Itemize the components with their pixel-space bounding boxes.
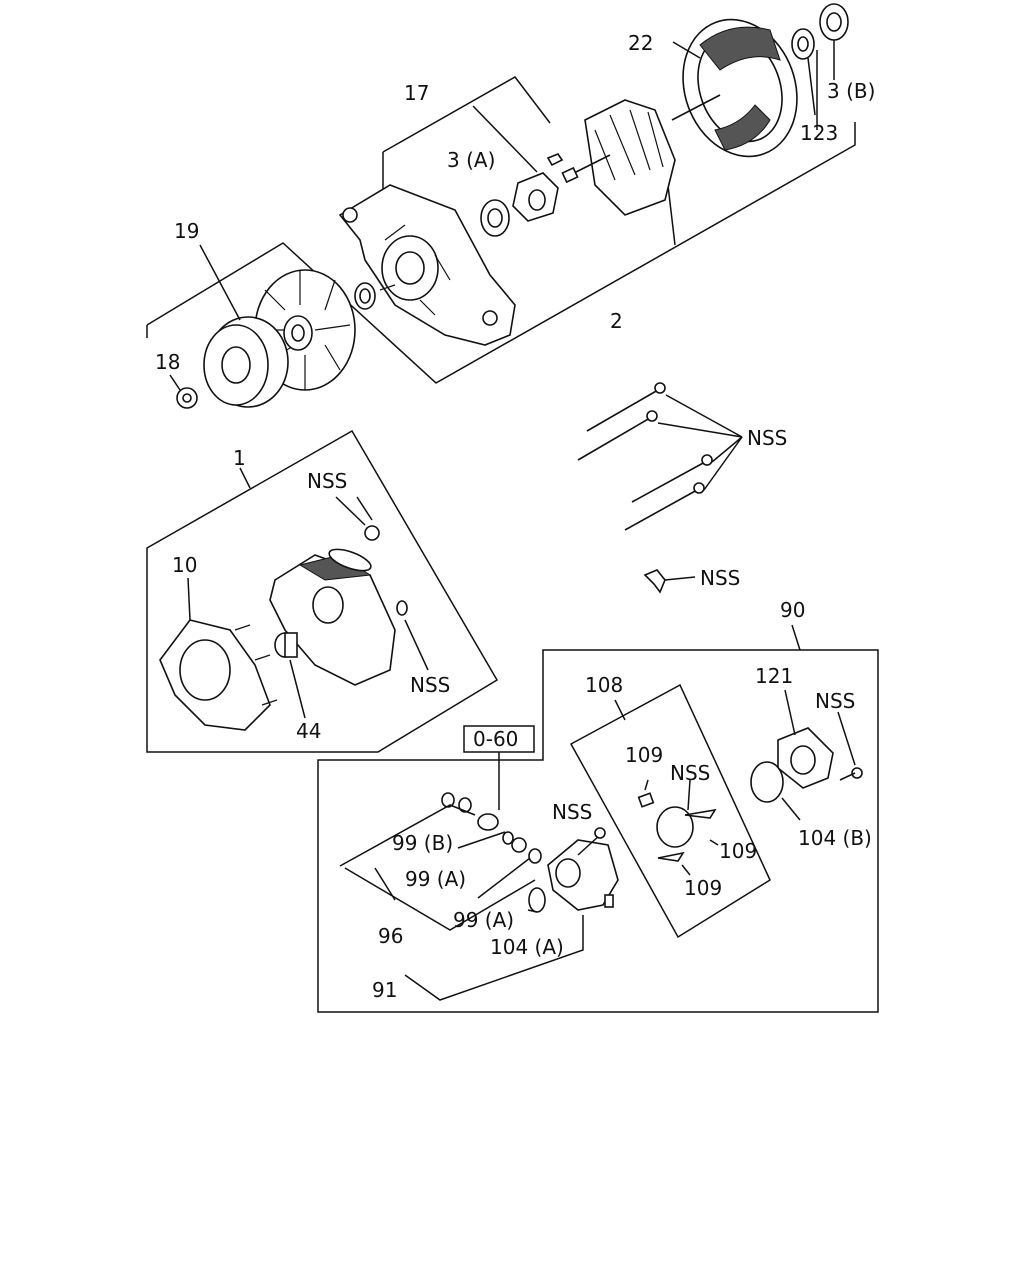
callout-96: 96: [378, 924, 403, 948]
callout-nss-121: NSS: [815, 689, 855, 713]
rotor: [561, 94, 721, 216]
nut-18: [169, 374, 198, 409]
callout-18: 18: [155, 350, 180, 374]
callout-22: 22: [628, 31, 653, 55]
callout-123: 123: [800, 121, 838, 145]
group-1-bracket: [146, 429, 499, 753]
callout-104a: 104 (A): [490, 935, 564, 959]
callout-109c: 109: [684, 876, 722, 900]
callout-box-0-60: 0-60: [473, 727, 518, 751]
callout-109b: 109: [719, 839, 757, 863]
drive-end-frame: [338, 184, 516, 346]
seals-99: [441, 792, 546, 913]
vane-assembly: [637, 779, 719, 876]
callout-nss-bolts: NSS: [747, 426, 787, 450]
callout-3b: 3 (B): [827, 79, 875, 103]
collar-123: [791, 28, 816, 116]
bearing-3a: [480, 199, 510, 237]
callout-10: 10: [172, 553, 197, 577]
group-108-box: [569, 683, 771, 939]
callout-nss-nut: NSS: [410, 673, 450, 697]
spacer-ring: [354, 282, 376, 310]
callout-17: 17: [404, 81, 429, 105]
rear-screw: [335, 496, 380, 541]
callout-nss-top: NSS: [307, 469, 347, 493]
callout-44: 44: [296, 719, 321, 743]
oring-104b: [750, 761, 801, 821]
group-90-box: [317, 624, 879, 1013]
callout-91: 91: [372, 978, 397, 1002]
box-0-60: [463, 725, 535, 810]
callout-104b: 104 (B): [798, 826, 872, 850]
clip: [643, 569, 696, 594]
leader-lines-90: [339, 804, 584, 1001]
rear-frame: [269, 548, 396, 686]
pump-body-91: [547, 827, 619, 911]
callout-99a-2: 99 (A): [453, 908, 514, 932]
stator-22: [672, 18, 798, 158]
callout-nss-108: NSS: [670, 761, 710, 785]
bushing-44: [274, 632, 306, 719]
callout-19: 19: [174, 219, 199, 243]
plate-10: [159, 577, 278, 731]
pulley-19: [199, 244, 289, 408]
screw-121: [837, 711, 863, 781]
callout-99b: 99 (B): [392, 831, 453, 855]
callout-1: 1: [233, 446, 246, 470]
callout-nss-clip: NSS: [700, 566, 740, 590]
callout-121: 121: [755, 664, 793, 688]
bearing-3b: [819, 3, 849, 80]
callout-2: 2: [610, 309, 623, 333]
through-bolts: [577, 382, 743, 531]
callout-90: 90: [780, 598, 805, 622]
callout-99a-1: 99 (A): [405, 867, 466, 891]
callout-nss-91: NSS: [552, 800, 592, 824]
retainer-plate-17: [512, 153, 564, 222]
callout-3a: 3 (A): [447, 148, 495, 172]
callout-108: 108: [585, 673, 623, 697]
callout-109a: 109: [625, 743, 663, 767]
nut-nss: [396, 600, 429, 671]
